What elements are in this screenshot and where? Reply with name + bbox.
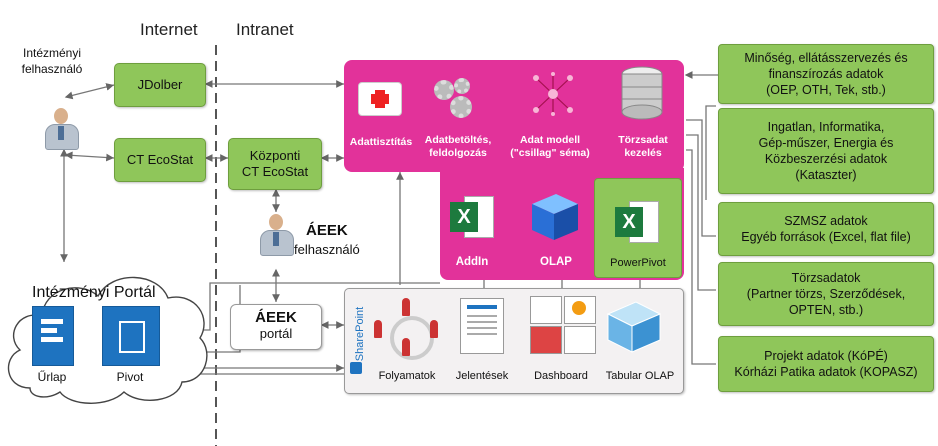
star-schema-icon [533,72,573,116]
institutional-user-icon [45,108,79,150]
ct-ecostat-label: CT EcoStat [126,151,194,167]
aeek-user-sub: felhasználó [294,242,360,257]
zone-intranet-label: Intranet [236,20,294,39]
first-aid-kit-icon [358,82,402,116]
aeek-portal-title: ÁEEK [255,309,297,326]
institutional-user-label-line1: Intézményi [22,46,82,60]
central-ct-ecostat-line1: Központi [249,147,301,163]
processes-icon [372,296,442,360]
aeek-user-title: ÁEEK [306,222,348,239]
pivot-caption: Pivot [116,370,144,384]
cleansing-label: Adattisztítás [349,136,413,148]
jdolber-box[interactable]: JDolber [114,63,206,107]
sharepoint-item-processes: Folyamatok [378,370,436,382]
central-ct-ecostat-box[interactable]: Központi CT EcoStat [228,138,322,190]
pivot-icon [119,321,145,353]
form-tile[interactable] [32,306,74,366]
excel-addin-icon: X [450,196,496,240]
source-project-pharmacy[interactable]: Projekt adatok (KóPÉ) Kórházi Patika ada… [718,336,934,392]
database-icon [621,66,663,120]
olap-cube-icon [532,194,578,240]
aeek-user-icon [260,214,294,256]
powerpivot-box[interactable]: X PowerPivot [594,178,682,278]
aeek-portal-sub: portál [259,326,293,341]
zone-internet-label: Internet [140,20,198,39]
pivot-tile[interactable] [102,306,160,366]
powerpivot-label: PowerPivot [610,257,666,269]
form-icon [41,319,65,349]
addin-label: AddIn [455,256,489,268]
central-ct-ecostat-line2: CT EcoStat [241,164,309,179]
sharepoint-item-tabular-olap: Tabular OLAP [605,370,675,382]
sharepoint-logo-icon [350,362,362,374]
reports-icon [460,298,504,354]
sharepoint-item-reports: Jelentések [455,370,509,382]
sharepoint-item-dashboard: Dashboard [534,370,588,382]
model-label: Adat modell ("csillag" séma) [510,134,590,159]
olap-label: OLAP [540,256,572,268]
ct-ecostat-box[interactable]: CT EcoStat [114,138,206,182]
source-szmsz-other[interactable]: SZMSZ adatok Egyéb források (Excel, flat… [718,202,934,256]
loading-label: Adatbetöltés, feldolgozás [424,134,492,159]
tabular-olap-icon [606,301,662,353]
institutional-user-label-line2: felhasználó [21,61,83,76]
aeek-portal-box[interactable]: ÁEEK portál [230,304,322,350]
gears-icon [430,76,482,118]
portal-title: Intézményi Portál [32,284,156,301]
master-label: Törzsadat kezelés [618,134,668,159]
form-caption: Űrlap [37,370,67,384]
source-master-data[interactable]: Törzsadatok (Partner törzs, Szerződések,… [718,262,934,326]
institutional-user-label: Intézményi felhasználó [10,46,94,77]
dashboard-icon [530,296,596,354]
source-real-estate-it[interactable]: Ingatlan, Informatika, Gép-műszer, Energ… [718,108,934,194]
powerpivot-excel-icon: X [615,201,661,245]
source-quality-financing[interactable]: Minőség, ellátásszervezés és finanszíroz… [718,44,934,104]
jdolber-label: JDolber [137,76,183,92]
